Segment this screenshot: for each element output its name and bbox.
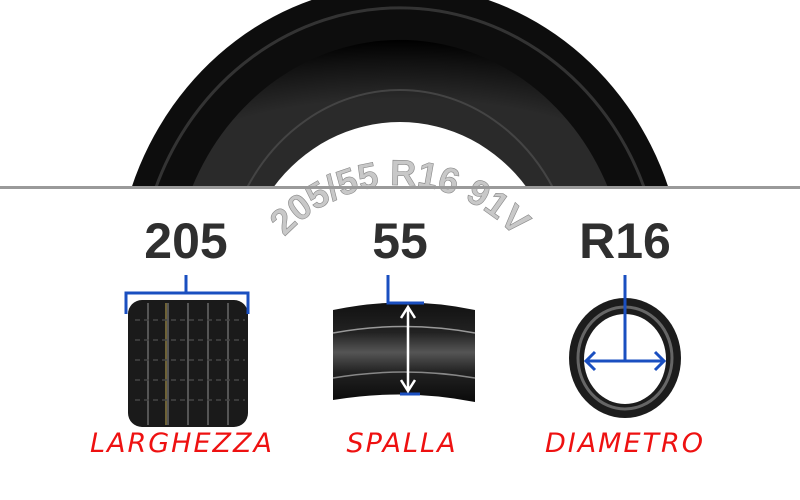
rim-diameter-value: R16	[579, 213, 671, 269]
diameter-arrow-icon	[583, 275, 667, 372]
width-bracket-icon	[124, 275, 250, 314]
sidewall-height-arrow-icon	[386, 275, 424, 396]
aspect-ratio-value: 55	[372, 213, 428, 269]
tire-sidewall-image	[131, 0, 669, 189]
sidewall-section-image	[332, 302, 476, 402]
tread-image	[128, 300, 248, 427]
width-label: LARGHEZZA	[89, 428, 275, 459]
width-value: 205	[144, 213, 228, 269]
sidewall-label: SPALLA	[346, 428, 458, 459]
diameter-label: DIAMETRO	[544, 428, 706, 459]
divider-line	[0, 186, 800, 189]
